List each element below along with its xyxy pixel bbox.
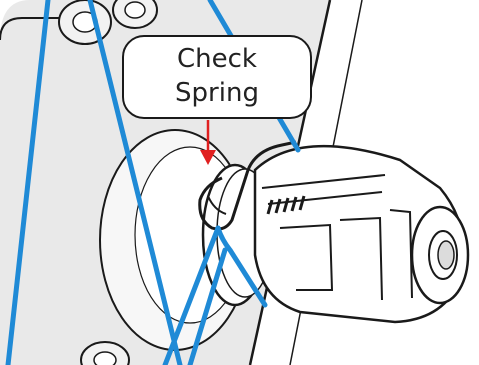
callout-label: Check Spring <box>122 35 312 119</box>
knob-bore-inner <box>438 241 454 269</box>
